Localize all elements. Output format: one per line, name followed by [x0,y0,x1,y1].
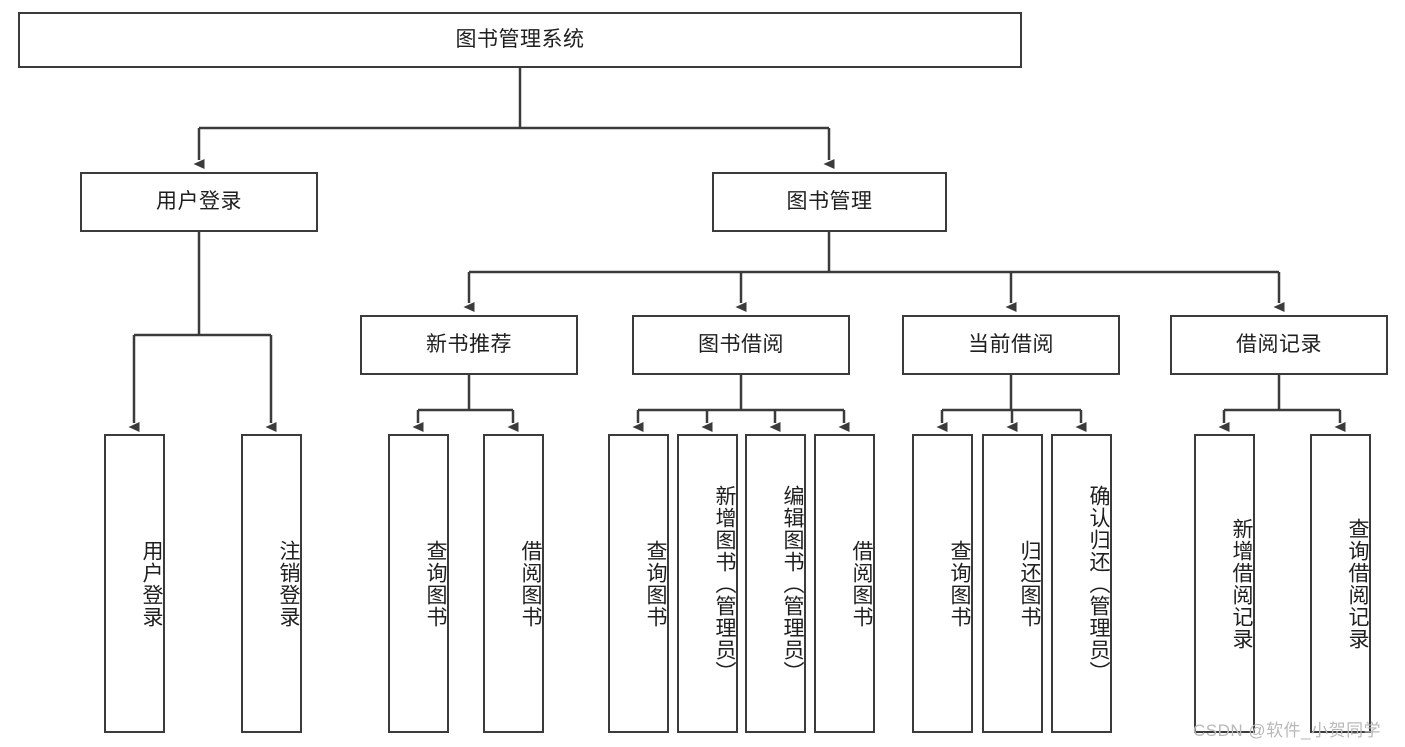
node-user-login-label: 用户登录 [156,189,242,213]
node-book-borrow-label: 图书借阅 [698,332,784,356]
node-leaf-new-book-1[interactable]: 查询图书 [388,434,449,733]
node-leaf-label: 确认归还（管理员） [1087,484,1110,683]
node-leaf-label: 借阅图书 [519,539,542,628]
watermark: CSDN @软件_小贺同学 [1193,721,1382,740]
node-leaf-new-book-2[interactable]: 借阅图书 [483,434,544,733]
node-leaf-book-borrow-4[interactable]: 借阅图书 [814,434,875,733]
node-leaf-label: 归还图书 [1018,539,1041,628]
node-leaf-label: 编辑图书（管理员） [781,484,804,683]
node-new-book-recommend-label: 新书推荐 [426,332,512,356]
node-root[interactable]: 图书管理系统 [18,12,1022,68]
node-leaf-label: 查询图书 [644,539,667,628]
node-book-manage-label: 图书管理 [786,189,873,213]
node-user-login[interactable]: 用户登录 [80,172,318,232]
node-leaf-label: 查询借阅记录 [1346,517,1369,650]
node-leaf-user-login-2[interactable]: 注销登录 [241,434,302,733]
node-leaf-book-borrow-3[interactable]: 编辑图书（管理员） [745,434,806,733]
node-borrow-record-label: 借阅记录 [1236,332,1322,356]
node-leaf-book-borrow-2[interactable]: 新增图书（管理员） [677,434,738,733]
node-leaf-label: 新增借阅记录 [1230,517,1253,650]
node-current-borrow-label: 当前借阅 [968,332,1054,356]
node-leaf-current-borrow-3[interactable]: 确认归还（管理员） [1051,434,1112,733]
node-leaf-label: 查询图书 [948,539,971,628]
node-leaf-label: 借阅图书 [850,539,873,628]
node-leaf-label: 新增图书（管理员） [713,484,736,683]
node-leaf-current-borrow-1[interactable]: 查询图书 [912,434,973,733]
node-leaf-label: 注销登录 [277,539,300,628]
node-borrow-record[interactable]: 借阅记录 [1170,315,1388,375]
node-leaf-label: 用户登录 [140,539,163,628]
node-leaf-book-borrow-1[interactable]: 查询图书 [608,434,669,733]
node-leaf-label: 查询图书 [424,539,447,628]
node-leaf-current-borrow-2[interactable]: 归还图书 [982,434,1043,733]
node-leaf-user-login-1[interactable]: 用户登录 [104,434,165,733]
node-root-label: 图书管理系统 [455,27,585,51]
node-leaf-borrow-record-1[interactable]: 新增借阅记录 [1194,434,1255,733]
node-book-manage[interactable]: 图书管理 [712,172,947,232]
node-current-borrow[interactable]: 当前借阅 [902,315,1120,375]
node-leaf-borrow-record-2[interactable]: 查询借阅记录 [1310,434,1371,733]
node-new-book-recommend[interactable]: 新书推荐 [360,315,578,375]
node-book-borrow[interactable]: 图书借阅 [632,315,850,375]
